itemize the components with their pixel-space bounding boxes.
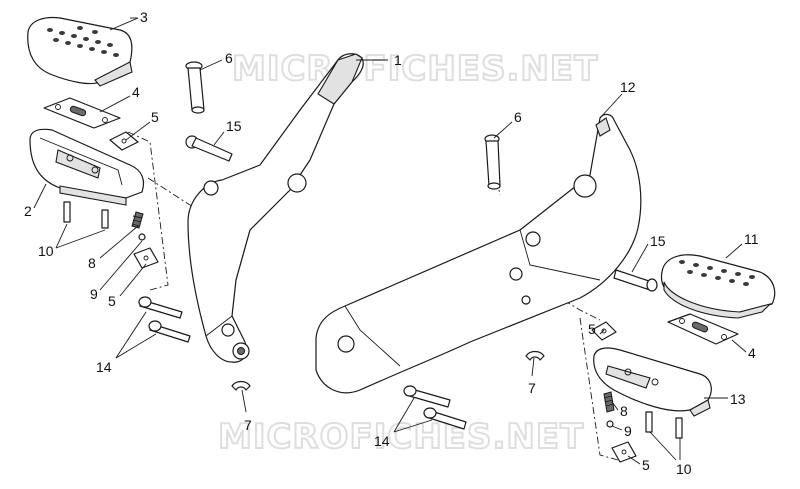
left-lower-spacer — [133, 247, 159, 269]
callout-6-left: 6 — [225, 50, 233, 66]
right-upper-spacer — [591, 321, 617, 341]
callout-12: 12 — [620, 79, 636, 95]
callout-6-right: 6 — [514, 109, 522, 125]
callout-15-left: 15 — [226, 118, 242, 134]
left-long-bolts — [138, 296, 191, 343]
right-pivot-pin — [484, 134, 501, 190]
callout-8-left: 8 — [88, 255, 96, 271]
callout-14-left: 14 — [96, 359, 112, 375]
callout-9-right: 9 — [624, 423, 632, 439]
right-spring — [603, 391, 615, 413]
left-mount-bolt — [185, 135, 233, 162]
callout-7-left: 7 — [244, 417, 252, 433]
callout-10-right: 10 — [676, 461, 692, 477]
left-small-bolts — [63, 201, 109, 229]
callout-5-left-lower: 5 — [108, 293, 116, 309]
watermark-bottom: MICROFICHES.NET — [218, 417, 584, 457]
leader-lines — [33, 17, 747, 465]
right-mount-bolt — [613, 269, 658, 292]
callout-11: 11 — [744, 231, 759, 247]
callout-5-left-upper: 5 — [151, 109, 159, 125]
right-footpeg-rubber — [660, 254, 776, 319]
right-small-bolts — [645, 411, 683, 439]
callout-15-right: 15 — [650, 233, 666, 249]
watermark-top: MICROFICHES.NET — [232, 49, 598, 89]
left-footpeg-rubber — [27, 16, 133, 87]
right-footpeg-bracket — [315, 113, 642, 394]
right-footpeg-plate — [667, 313, 739, 345]
left-footpeg-body — [29, 128, 145, 206]
callout-10-left: 10 — [38, 243, 54, 259]
right-footpeg-body — [593, 347, 712, 417]
callout-5-right-lower: 5 — [642, 457, 650, 473]
left-detent-ball — [138, 233, 146, 241]
callout-5-right-upper: 5 — [588, 321, 596, 337]
left-footpeg-bracket — [187, 53, 364, 363]
callout-9-left: 9 — [90, 286, 98, 302]
callout-1: 1 — [394, 52, 402, 68]
right-long-bolts — [403, 385, 467, 430]
callout-13: 13 — [730, 391, 746, 407]
callout-8-right: 8 — [620, 403, 628, 419]
callout-labels: 1 2 3 4 4 5 5 5 5 6 6 7 7 8 8 9 9 10 10 … — [24, 9, 759, 477]
left-footpeg-plate — [43, 97, 121, 129]
callout-7-right: 7 — [528, 380, 536, 396]
callout-3: 3 — [140, 9, 148, 25]
callout-4-left: 4 — [132, 84, 140, 100]
left-retaining-clip — [231, 380, 251, 391]
left-spring — [131, 211, 144, 229]
callout-4-right: 4 — [748, 345, 756, 361]
right-retaining-clip — [525, 350, 545, 361]
callout-14-right: 14 — [374, 433, 390, 449]
right-detent-ball — [606, 420, 614, 428]
left-pivot-pin — [185, 61, 205, 114]
callout-2: 2 — [24, 203, 32, 219]
